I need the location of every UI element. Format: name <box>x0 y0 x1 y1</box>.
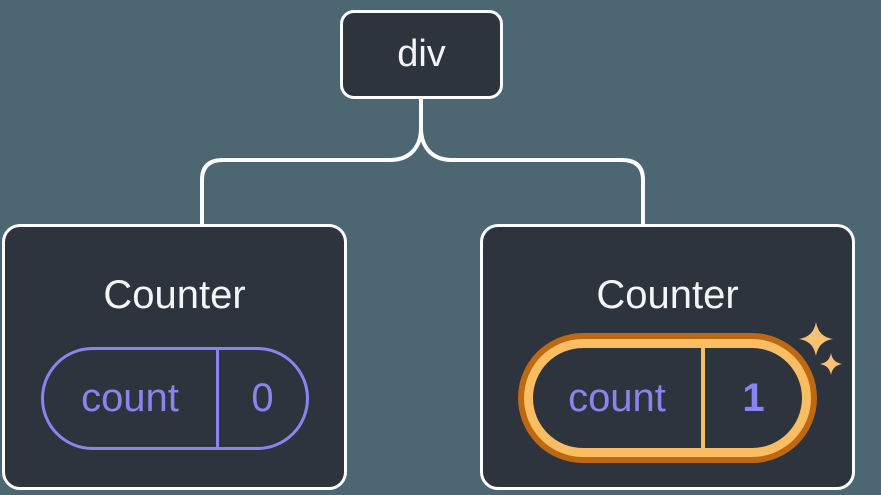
counter-title: Counter <box>596 273 739 317</box>
connector-branch-left <box>200 98 423 228</box>
state-value-cell: 1 <box>742 375 765 420</box>
state-pill-highlight-ring-inner: count 1 <box>524 339 811 457</box>
state-pill-highlighted: count 1 <box>533 348 802 448</box>
tree-node-div: div <box>340 10 503 99</box>
sparkle-icon <box>799 322 833 356</box>
counter-title: Counter <box>103 273 246 317</box>
counter-node-left: Counter count 0 <box>2 224 347 490</box>
state-key-cell: count <box>44 350 219 447</box>
tree-node-div-label: div <box>397 33 446 75</box>
counter-node-right: Counter count 1 <box>480 224 855 490</box>
connector-branch-right <box>419 98 645 228</box>
state-pill: count 0 <box>41 347 309 450</box>
state-value-cell: 0 <box>251 376 274 420</box>
state-key-cell: count <box>533 348 705 448</box>
state-pill-highlight-ring: count 1 <box>518 333 817 463</box>
sparkle-icon <box>820 353 842 375</box>
